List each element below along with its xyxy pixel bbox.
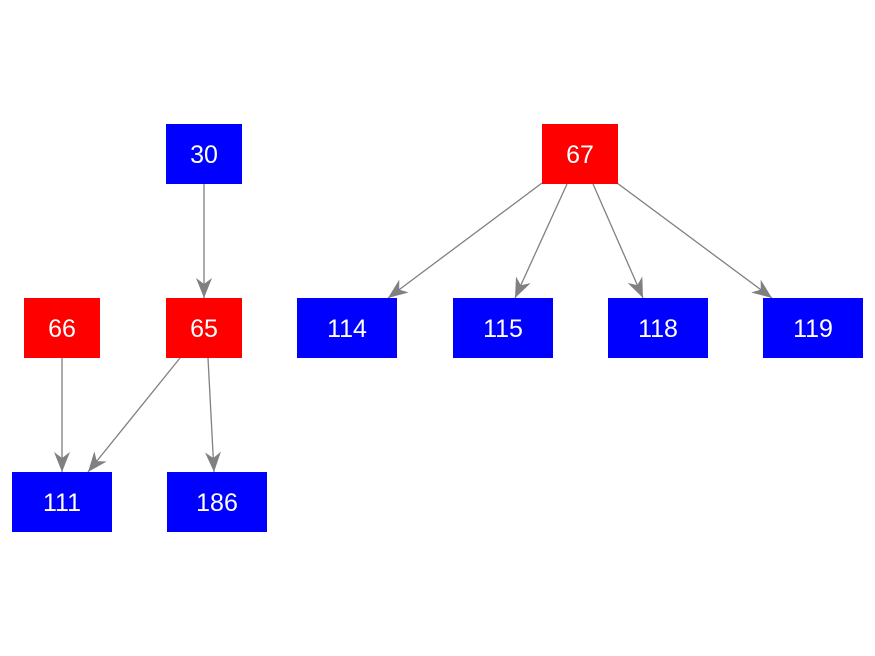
node-label-66: 66 xyxy=(48,315,76,343)
node-box-186 xyxy=(167,472,267,532)
node-box-115 xyxy=(453,298,553,358)
node-66: 66 xyxy=(24,298,100,358)
edge-65-to-186 xyxy=(204,357,221,473)
node-30: 30 xyxy=(166,124,242,184)
edges-layer xyxy=(54,182,773,473)
node-label-118: 118 xyxy=(638,315,678,343)
node-box-119 xyxy=(763,298,863,358)
node-label-30: 30 xyxy=(190,141,218,169)
node-65: 65 xyxy=(166,298,242,358)
node-box-30 xyxy=(166,124,242,184)
node-119: 119 xyxy=(763,298,863,358)
node-111: 111 xyxy=(12,472,112,532)
nodes-layer: 30 67 66 65 114 115 118 119 111 186 xyxy=(12,124,863,532)
edge-67-to-115 xyxy=(514,183,568,299)
node-box-65 xyxy=(166,298,242,358)
edge-67-to-118 xyxy=(592,183,644,299)
edge-67-to-119 xyxy=(616,182,773,299)
node-box-66 xyxy=(24,298,100,358)
node-118: 118 xyxy=(608,298,708,358)
node-67: 67 xyxy=(542,124,618,184)
node-186: 186 xyxy=(167,472,267,532)
edge-67-to-114 xyxy=(387,182,543,299)
node-label-115: 115 xyxy=(483,315,523,343)
node-box-67 xyxy=(542,124,618,184)
node-label-111: 111 xyxy=(43,489,81,517)
node-box-118 xyxy=(608,298,708,358)
node-label-119: 119 xyxy=(793,315,833,343)
node-115: 115 xyxy=(453,298,553,358)
edge-65-to-111 xyxy=(87,357,181,473)
node-label-65: 65 xyxy=(190,315,218,343)
node-label-114: 114 xyxy=(327,315,367,343)
node-box-114 xyxy=(297,298,397,358)
node-label-67: 67 xyxy=(566,141,594,169)
node-114: 114 xyxy=(297,298,397,358)
node-box-111 xyxy=(12,472,112,532)
node-label-186: 186 xyxy=(196,489,238,517)
